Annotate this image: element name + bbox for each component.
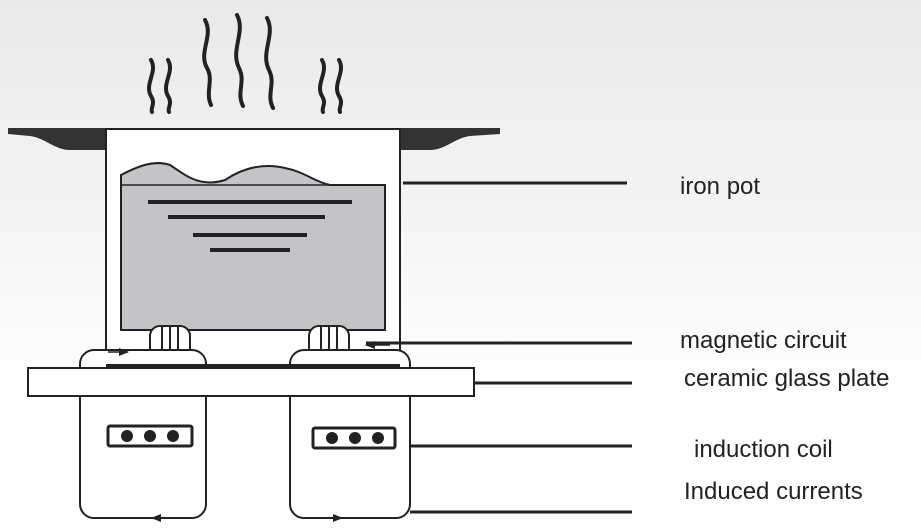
steam-wisp — [318, 58, 326, 114]
label-magnetic-circuit: magnetic circuit — [680, 327, 847, 354]
liquid-contents — [120, 162, 386, 331]
label-iron-pot: iron pot — [680, 173, 761, 200]
steam-wisps — [147, 13, 343, 114]
induction-coil-left — [106, 424, 194, 448]
pot-rim — [8, 128, 500, 150]
ceramic-glass-plate — [27, 367, 475, 397]
label-induced-currents: Induced currents — [684, 478, 863, 505]
label-ceramic-glass-plate: ceramic glass plate — [684, 365, 890, 392]
steam-wisp — [147, 58, 155, 114]
steam-wisp — [202, 18, 213, 107]
steam-wisp — [234, 13, 245, 108]
steam-wisp — [335, 58, 343, 114]
pot-handle-left — [8, 128, 108, 150]
induction-coil-right — [311, 426, 397, 450]
steam-wisp — [164, 58, 172, 114]
label-induction-coil: induction coil — [694, 436, 833, 463]
liquid-lines — [148, 200, 352, 252]
leader-lines — [366, 181, 632, 514]
steam-wisp — [264, 16, 275, 110]
current-arrows — [108, 341, 390, 522]
pot-handle-right — [400, 128, 500, 150]
